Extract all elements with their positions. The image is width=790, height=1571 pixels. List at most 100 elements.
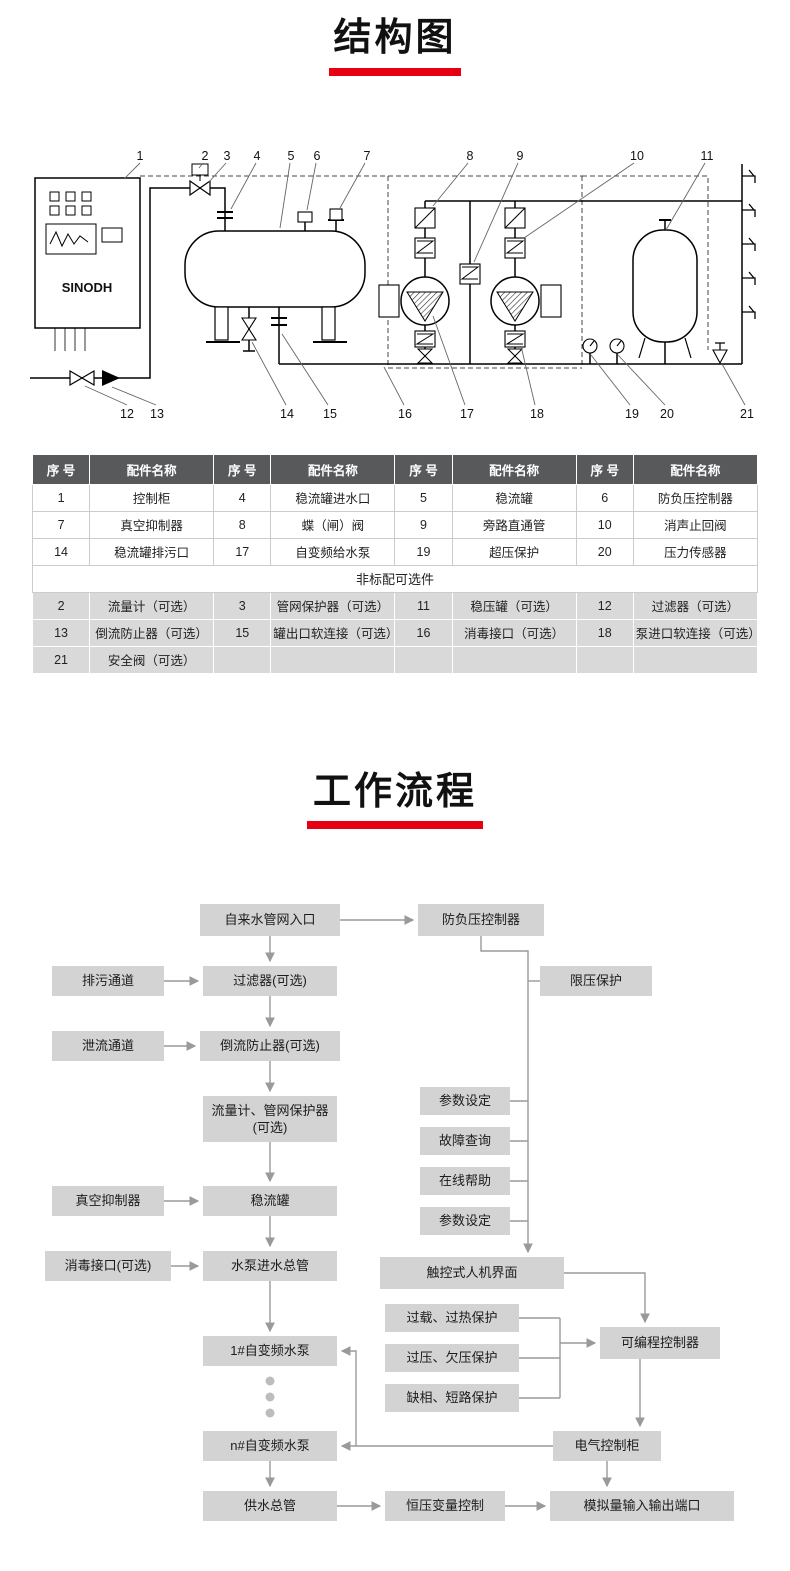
part-number-cell: 8 bbox=[213, 510, 272, 539]
flow-node-analog-io: 模拟量输入输出端口 bbox=[550, 1491, 734, 1522]
part-number-cell: 4 bbox=[213, 483, 272, 512]
flow-node-param-setting-1: 参数设定 bbox=[420, 1087, 510, 1116]
table-row: 13 倒流防止器（可选） 15 罐出口软连接（可选） 16 消毒接口（可选） 1… bbox=[31, 618, 759, 647]
part-name-cell: 消毒接口（可选） bbox=[451, 618, 577, 647]
part-name-cell: 蝶（闸）阀 bbox=[270, 510, 396, 539]
flow-node-hmi: 触控式人机界面 bbox=[380, 1257, 564, 1290]
callout-number: 8 bbox=[467, 149, 474, 163]
control-wiring-dashed bbox=[140, 175, 709, 369]
structure-title-underline bbox=[329, 67, 461, 76]
header-cell: 序 号 bbox=[575, 453, 634, 485]
header-cell: 序 号 bbox=[394, 453, 453, 485]
part-name-cell: 流量计（可选） bbox=[89, 591, 215, 620]
inlet-valve-icons bbox=[69, 369, 120, 386]
table-row: 21 安全阀（可选） bbox=[31, 645, 759, 674]
flow-node-disinfect-port: 消毒接口(可选) bbox=[45, 1251, 171, 1282]
callout-numbers: 1 2 3 4 5 6 7 8 9 10 11 12 13 14 15 16 1… bbox=[120, 149, 754, 421]
table-row: 2 流量计（可选） 3 管网保护器（可选） 11 稳压罐（可选） 12 过滤器（… bbox=[31, 591, 759, 620]
flow-node-fault-query: 故障查询 bbox=[420, 1127, 510, 1156]
flow-node-constant-pressure: 恒压变量控制 bbox=[385, 1491, 505, 1522]
part-name-cell bbox=[632, 645, 759, 674]
workflow-flowchart: 自来水管网入口 过滤器(可选) 倒流防止器(可选) 流量计、管网保护器(可选) … bbox=[0, 879, 790, 1539]
part-number-cell: 3 bbox=[213, 591, 272, 620]
callout-number: 17 bbox=[460, 407, 474, 421]
callout-number: 3 bbox=[224, 149, 231, 163]
part-number-cell bbox=[213, 645, 272, 674]
callout-number: 10 bbox=[630, 149, 644, 163]
flow-node-overvolt-protection: 过压、欠压保护 bbox=[385, 1344, 519, 1373]
tank-drain-outlet bbox=[240, 316, 287, 352]
header-cell: 序 号 bbox=[213, 453, 272, 485]
part-number-cell: 1 bbox=[31, 483, 91, 512]
table-row: 14 稳流罐排污口 17 自变频给水泵 19 超压保护 20 压力传感器 bbox=[31, 537, 759, 566]
header-cell: 配件名称 bbox=[451, 453, 577, 485]
part-name-cell bbox=[270, 645, 396, 674]
part-number-cell: 12 bbox=[575, 591, 634, 620]
part-number-cell: 2 bbox=[31, 591, 91, 620]
part-number-cell: 9 bbox=[394, 510, 453, 539]
part-number-cell: 17 bbox=[213, 537, 272, 566]
flow-meter-valve-icons bbox=[189, 163, 211, 196]
part-name-cell: 稳流罐排污口 bbox=[89, 537, 215, 566]
flow-node-backflow-preventer: 倒流防止器(可选) bbox=[200, 1031, 340, 1062]
flow-node-inlet: 自来水管网入口 bbox=[200, 904, 340, 937]
part-number-cell bbox=[394, 645, 453, 674]
callout-number: 15 bbox=[323, 407, 337, 421]
flow-connectors bbox=[164, 915, 650, 1512]
table-row: 7 真空抑制器 8 蝶（闸）阀 9 旁路直通管 10 消声止回阀 bbox=[31, 510, 759, 539]
part-number-cell: 14 bbox=[31, 537, 91, 566]
flow-node-tank: 稳流罐 bbox=[203, 1186, 337, 1217]
table-row: 1 控制柜 4 稳流罐进水口 5 稳流罐 6 防负压控制器 bbox=[31, 483, 759, 512]
part-name-cell: 真空抑制器 bbox=[89, 510, 215, 539]
flow-node-drain-channel: 排污通道 bbox=[52, 966, 164, 997]
flow-node-neg-pressure-controller: 防负压控制器 bbox=[418, 904, 544, 937]
part-number-cell: 13 bbox=[31, 618, 91, 647]
part-name-cell: 防负压控制器 bbox=[632, 483, 759, 512]
header-cell: 配件名称 bbox=[89, 453, 215, 485]
part-name-cell: 控制柜 bbox=[89, 483, 215, 512]
optional-title-cell: 非标配可选件 bbox=[32, 564, 758, 593]
pump-unit-1 bbox=[378, 207, 450, 364]
header-cell: 配件名称 bbox=[270, 453, 396, 485]
structure-section-header: 结构图 bbox=[0, 0, 790, 76]
part-name-cell: 过滤器（可选） bbox=[632, 591, 759, 620]
flow-node-online-help: 在线帮助 bbox=[420, 1167, 510, 1196]
callout-number: 2 bbox=[202, 149, 209, 163]
structure-diagram-svg: SINODH bbox=[30, 149, 756, 421]
part-name-cell: 自变频给水泵 bbox=[270, 537, 396, 566]
part-name-cell: 稳压罐（可选） bbox=[451, 591, 577, 620]
part-name-cell bbox=[451, 645, 577, 674]
part-name-cell: 压力传感器 bbox=[632, 537, 759, 566]
callout-number: 21 bbox=[740, 407, 754, 421]
callout-number: 13 bbox=[150, 407, 164, 421]
workflow-title-underline bbox=[307, 821, 483, 830]
workflow-title: 工作流程 bbox=[312, 770, 477, 813]
bypass-fitting bbox=[459, 263, 481, 285]
structure-title: 结构图 bbox=[333, 17, 457, 59]
callout-number: 11 bbox=[701, 149, 714, 163]
part-number-cell: 11 bbox=[394, 591, 453, 620]
part-number-cell: 21 bbox=[31, 645, 91, 674]
part-name-cell: 稳流罐 bbox=[451, 483, 577, 512]
callout-number: 14 bbox=[280, 407, 294, 421]
ellipsis-dots bbox=[265, 1376, 275, 1418]
part-number-cell: 6 bbox=[575, 483, 634, 512]
flow-node-electric-cabinet: 电气控制柜 bbox=[553, 1431, 661, 1462]
part-name-cell: 管网保护器（可选） bbox=[270, 591, 396, 620]
flow-node-pump-n: n#自变频水泵 bbox=[203, 1431, 337, 1462]
flow-node-supply-main: 供水总管 bbox=[203, 1491, 337, 1522]
callout-number: 18 bbox=[530, 407, 544, 421]
part-number-cell: 16 bbox=[394, 618, 453, 647]
flow-node-relief-channel: 泄流通道 bbox=[52, 1031, 164, 1062]
callout-number: 20 bbox=[660, 407, 674, 421]
pressure-gauge-icons bbox=[582, 338, 625, 354]
callout-number: 6 bbox=[314, 149, 321, 163]
faucet-icons bbox=[742, 169, 756, 319]
part-name-cell: 安全阀（可选） bbox=[89, 645, 215, 674]
part-name-cell: 泵进口软连接（可选） bbox=[632, 618, 759, 647]
callout-leaders bbox=[84, 162, 746, 406]
header-cell: 配件名称 bbox=[632, 453, 759, 485]
flow-node-phase-protection: 缺相、短路保护 bbox=[385, 1384, 519, 1413]
brand-label: SINODH bbox=[62, 280, 113, 295]
flow-node-vacuum-suppressor: 真空抑制器 bbox=[52, 1186, 164, 1217]
